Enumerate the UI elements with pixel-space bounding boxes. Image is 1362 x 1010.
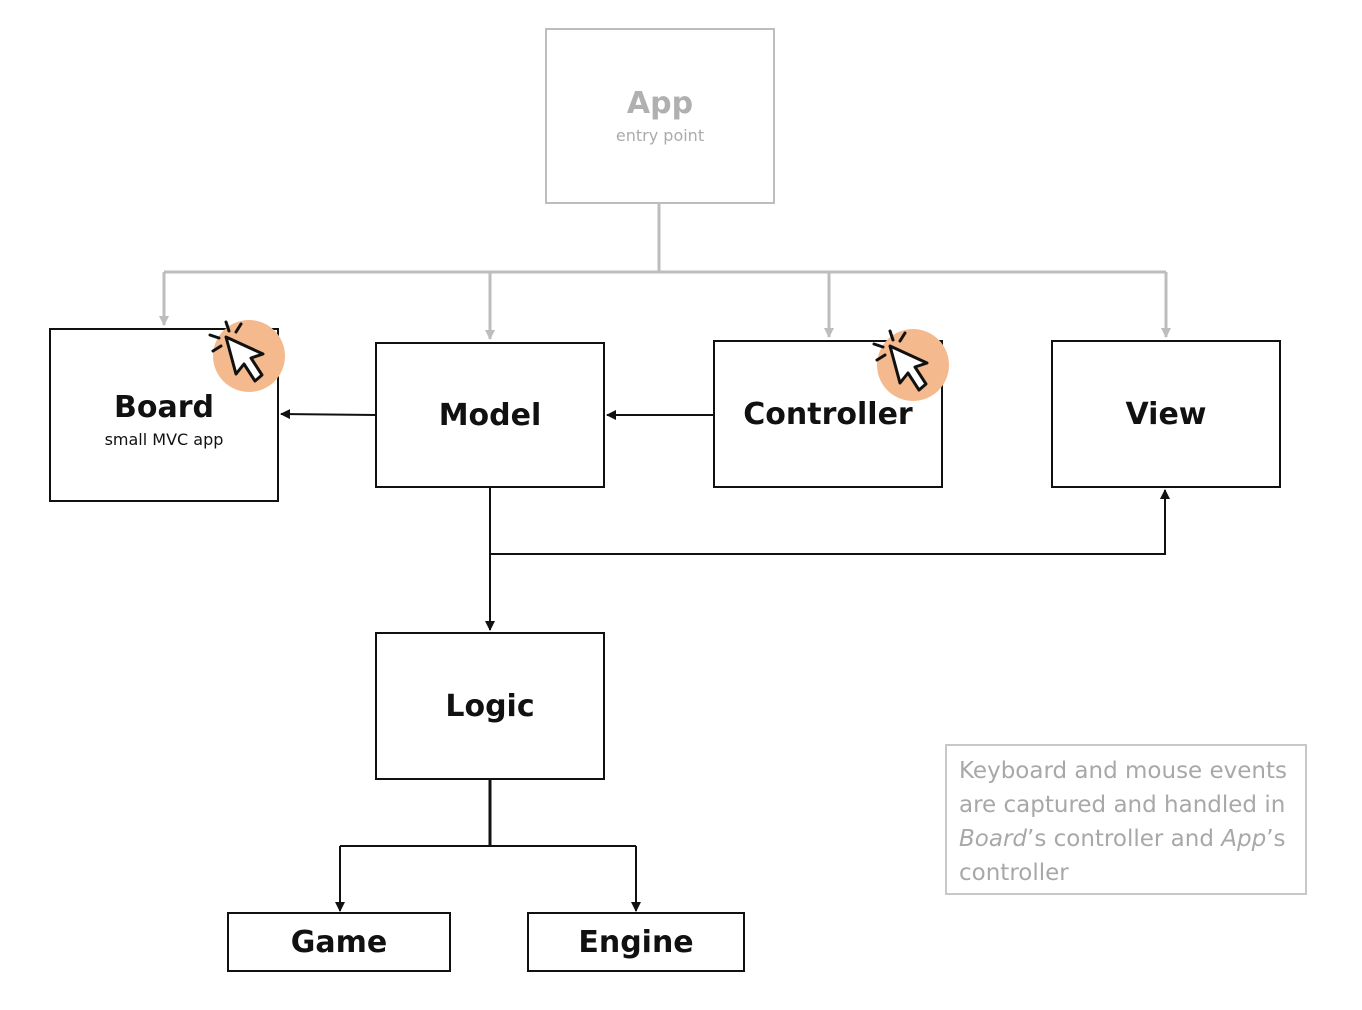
mvc-connectors: [280, 409, 1170, 912]
app-node: App entry point: [545, 28, 775, 204]
view-node: View: [1051, 340, 1281, 488]
app-fanout-connectors: [159, 203, 1171, 340]
model-node: Model: [375, 342, 605, 488]
note-line-1: Keyboard and mouse events: [959, 758, 1287, 784]
view-title: View: [1125, 396, 1207, 432]
board-subtitle: small MVC app: [104, 430, 224, 449]
app-title: App: [626, 86, 694, 121]
note-app-ref: App: [1221, 826, 1267, 852]
note-line-4: controller: [959, 860, 1069, 886]
game-title: Game: [290, 924, 388, 960]
events-note: Keyboard and mouse events are captured a…: [945, 744, 1307, 895]
logic-title: Logic: [445, 688, 535, 724]
note-suffix: ’s: [1266, 826, 1286, 852]
model-title: Model: [438, 397, 542, 433]
note-mid-text: ’s controller and: [1027, 826, 1222, 852]
controller-title: Controller: [743, 396, 913, 432]
engine-node: Engine: [527, 912, 745, 972]
game-node: Game: [227, 912, 451, 972]
app-subtitle: entry point: [615, 126, 705, 145]
board-title: Board: [114, 390, 214, 425]
mouse-click-cursor-icon: [872, 329, 949, 401]
note-line-2: are captured and handled in: [959, 792, 1286, 818]
note-line-3: Board’s controller and App’s: [959, 822, 1293, 856]
mouse-click-cursor-icon: [208, 320, 285, 392]
engine-title: Engine: [578, 924, 694, 960]
logic-node: Logic: [375, 632, 605, 780]
note-board-ref: Board: [959, 826, 1028, 852]
